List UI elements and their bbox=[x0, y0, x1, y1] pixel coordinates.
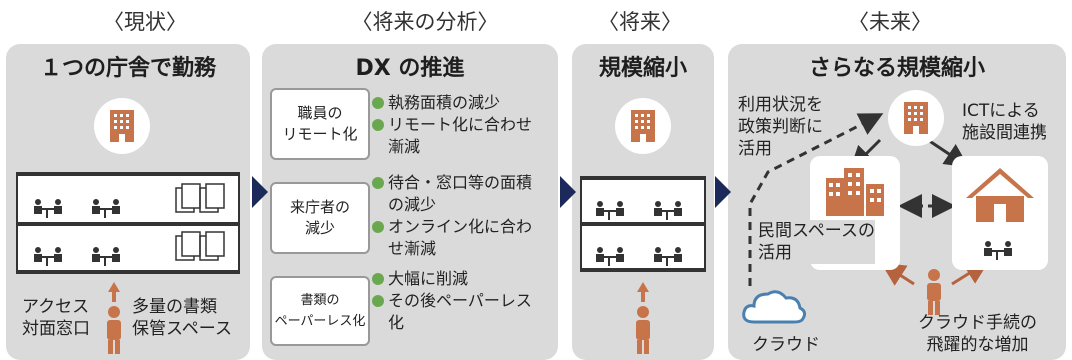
current-docs-caption: 多量の書類保管スペース bbox=[132, 297, 232, 339]
heading-current: 〈現状〉 bbox=[103, 10, 187, 34]
person-arrow-icon bbox=[107, 282, 121, 354]
flow-arrow-icon bbox=[252, 176, 268, 208]
office-building-icon bbox=[615, 98, 671, 154]
bullet-dot-icon bbox=[372, 273, 384, 285]
heading-analysis: 〈将来の分析〉 bbox=[351, 10, 499, 34]
private-space-caption: 民間スペースの活用 bbox=[758, 220, 875, 264]
cloud-procedure-caption: クラウド手続の飛躍的な増加 bbox=[918, 313, 1037, 355]
office-building-icon bbox=[888, 90, 944, 146]
bullet-dot-icon bbox=[372, 97, 384, 109]
title-analysis: DX の推進 bbox=[355, 56, 465, 81]
bullet-dot-icon bbox=[372, 177, 384, 189]
analysis-bullets-paperless: 大幅に削減 その後ペーパーレス 化 bbox=[372, 268, 532, 334]
title-future: 規模縮小 bbox=[598, 56, 687, 81]
current-access-caption: アクセス対面窓口 bbox=[22, 297, 90, 339]
analysis-bullets-visitors: 待合・窓口等の面積 の減少 オンライン化に合わ せ漸減 bbox=[372, 172, 532, 260]
bullet-dot-icon bbox=[372, 119, 384, 131]
office-floors-icon bbox=[16, 172, 240, 274]
cloud-label: クラウド bbox=[752, 335, 820, 355]
analysis-box-remote: 職員のリモート化 bbox=[270, 88, 370, 160]
bullet-dot-icon bbox=[372, 295, 384, 307]
title-ultimate: さらなる規模縮小 bbox=[808, 56, 985, 81]
heading-future: 〈将来〉 bbox=[598, 10, 682, 34]
office-floors-icon bbox=[580, 176, 706, 272]
usage-caption: 利用状況を政策判断に活用 bbox=[738, 95, 823, 159]
person-icon bbox=[927, 269, 941, 315]
bullet-dot-icon bbox=[372, 221, 384, 233]
ict-caption: ICTによる施設間連携 bbox=[962, 101, 1047, 143]
office-building-icon bbox=[94, 98, 150, 154]
analysis-box-paperless: 書類のペーパーレス化 bbox=[270, 276, 370, 346]
analysis-box-visitors: 来庁者の減少 bbox=[270, 182, 370, 254]
house-icon bbox=[952, 156, 1048, 270]
title-current: １つの庁舎で勤務 bbox=[39, 56, 216, 81]
person-arrow-icon bbox=[636, 282, 650, 354]
flow-arrow-icon bbox=[715, 176, 731, 208]
heading-ultimate: 〈未来〉 bbox=[848, 10, 932, 34]
analysis-bullets-remote: 執務面積の減少 リモート化に合わせ 漸減 bbox=[372, 92, 532, 158]
cloud-icon bbox=[742, 290, 807, 324]
flow-arrow-icon bbox=[560, 176, 576, 208]
